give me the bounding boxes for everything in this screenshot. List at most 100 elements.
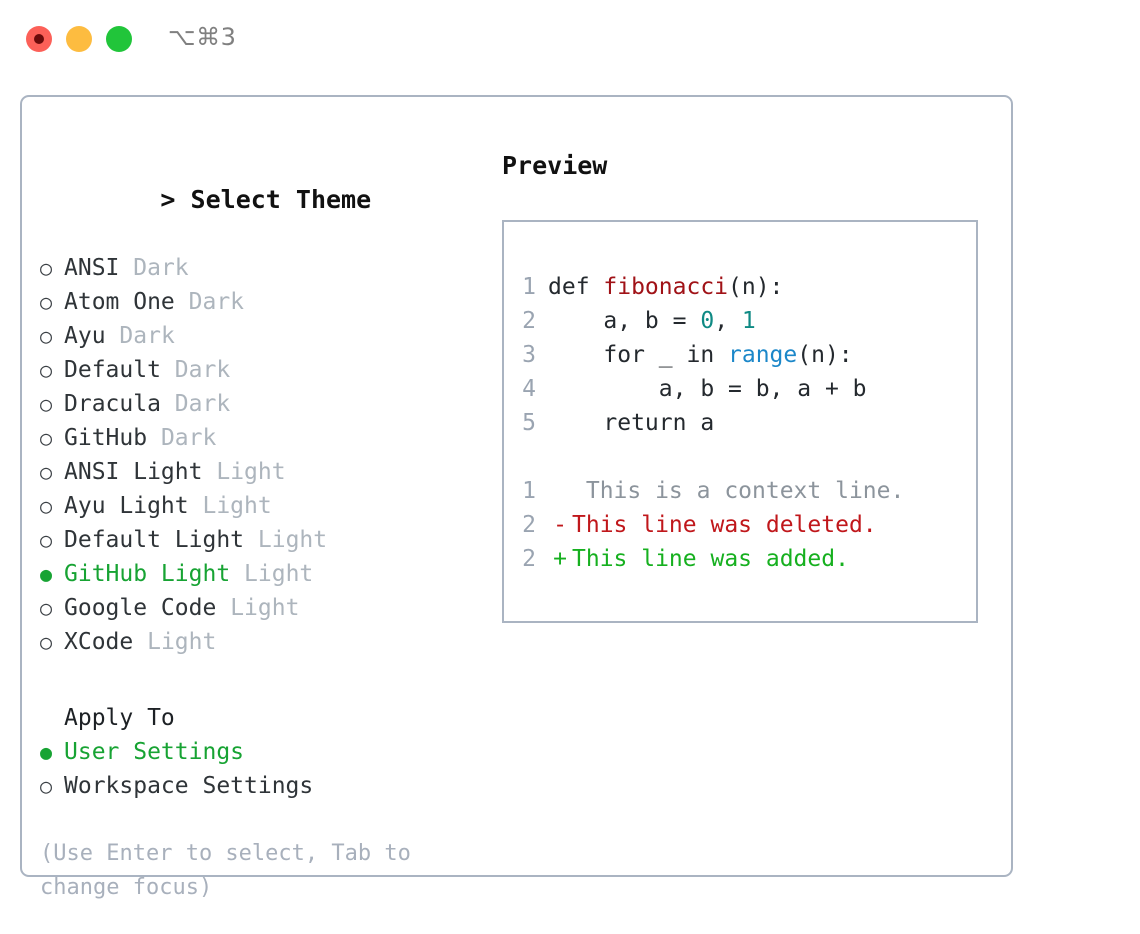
diff-line-number: 2	[522, 546, 536, 572]
theme-option-badge: Light	[147, 629, 217, 655]
theme-option-badge: Dark	[119, 323, 175, 349]
apply-to-option-user-settings[interactable]: ● User Settings	[40, 735, 490, 769]
code-token-num: 0	[700, 308, 715, 334]
theme-option-label: XCode	[64, 629, 134, 655]
theme-option-badge: Light	[230, 595, 300, 621]
code-line: 3 for _ in range(n):	[504, 338, 980, 372]
radio-unselected-icon: ○	[40, 324, 53, 348]
radio-unselected-icon: ○	[40, 596, 53, 620]
code-token-plain: a, b = b, a + b	[548, 376, 867, 402]
theme-option-ansi-light[interactable]: ○ANSI Light Light	[40, 455, 490, 489]
code-line-number: 3	[522, 342, 536, 368]
code-token-plain: def	[548, 274, 604, 300]
code-line: 2 a, b = 0, 1	[504, 304, 980, 338]
theme-option-default[interactable]: ○ Default Dark	[40, 353, 490, 387]
theme-option-label: Atom One	[64, 289, 175, 315]
diff-line-number: 2	[522, 512, 536, 538]
radio-unselected-icon: ○	[40, 290, 53, 314]
theme-option-ayu[interactable]: ○ Ayu Dark	[40, 319, 490, 353]
theme-option-default-light[interactable]: ○ Default Light Light	[40, 523, 490, 557]
code-token-plain: (n):	[728, 274, 784, 300]
diff-line-text: This is a context line.	[572, 478, 905, 504]
theme-option-badge: Light	[216, 459, 286, 485]
code-line-text: def fibonacci(n):	[548, 270, 783, 304]
diff-sample: 1 This is a context line.2-This line was…	[504, 474, 980, 576]
theme-option-google-code[interactable]: ○ Google Code Light	[40, 591, 490, 625]
theme-option-label: Dracula	[64, 391, 161, 417]
code-line-number: 1	[522, 274, 536, 300]
theme-option-badge: Dark	[133, 255, 189, 281]
theme-option-list[interactable]: ○ANSI Dark○Atom One Dark○Ayu Dark○Defaul…	[40, 251, 490, 659]
theme-option-label: GitHub	[64, 425, 148, 451]
radio-unselected-icon: ○	[40, 528, 53, 552]
radio-unselected-icon: ○	[40, 392, 53, 416]
keyboard-shortcut-label: ⌥⌘3	[168, 23, 237, 51]
keyboard-hint-text: (Use Enter to select, Tab to change focu…	[40, 841, 411, 900]
code-line: 5 return a	[504, 406, 980, 440]
select-theme-heading-label: Select Theme	[190, 185, 372, 214]
theme-option-atom-one[interactable]: ○ Atom One Dark	[40, 285, 490, 319]
code-token-plain: for _ in	[548, 342, 729, 368]
diff-marker-icon: -	[553, 512, 567, 538]
diff-line-del: 2-This line was deleted.	[504, 508, 980, 542]
radio-unselected-icon: ○	[40, 774, 53, 798]
radio-unselected-icon: ○	[40, 256, 53, 280]
radio-unselected-icon: ○	[40, 494, 53, 518]
recording-indicator-icon	[34, 34, 44, 44]
apply-to-option-list[interactable]: ● User Settings ○ Workspace Settings	[40, 735, 490, 803]
diff-marker-icon	[548, 474, 572, 508]
theme-option-badge: Dark	[188, 289, 245, 315]
radio-unselected-icon: ○	[40, 460, 53, 484]
radio-selected-icon: ●	[40, 562, 53, 586]
diff-line-text: This line was deleted.	[572, 512, 877, 538]
code-token-plain: ,	[714, 308, 742, 334]
radio-unselected-icon: ○	[40, 426, 53, 450]
apply-to-option-label: User Settings	[64, 739, 245, 765]
theme-option-label: Default Light	[64, 527, 245, 553]
radio-unselected-icon: ○	[40, 630, 53, 654]
code-line-text: for _ in range(n):	[548, 338, 852, 372]
maximize-button-icon[interactable]	[106, 26, 132, 52]
theme-option-badge: Dark	[174, 391, 231, 417]
code-token-plain: a, b =	[548, 308, 701, 334]
minimize-button-icon[interactable]	[66, 26, 92, 52]
theme-option-badge: Light	[244, 561, 314, 587]
theme-option-dracula[interactable]: ○ Dracula Dark	[40, 387, 490, 421]
radio-selected-icon: ●	[40, 740, 53, 764]
theme-option-label: Ayu Light	[64, 493, 189, 519]
theme-option-badge: Light	[257, 527, 328, 553]
theme-option-github-light[interactable]: ● GitHub Light Light	[40, 557, 490, 591]
theme-selector-panel: > Select Theme ○ANSI Dark○Atom One Dark○…	[20, 95, 1013, 900]
code-line-number: 4	[522, 376, 536, 402]
theme-option-github[interactable]: ○GitHub Dark	[40, 421, 490, 455]
diff-line-ctx: 1 This is a context line.	[504, 474, 980, 508]
window-titlebar: ⌥⌘3	[0, 0, 1140, 80]
apply-to-option-label: Workspace Settings	[64, 773, 314, 799]
code-line-number: 2	[522, 308, 536, 334]
theme-option-ansi[interactable]: ○ANSI Dark	[40, 251, 490, 285]
theme-option-badge: Dark	[174, 357, 231, 383]
preview-heading: Preview	[502, 151, 608, 180]
code-token-call: range	[728, 342, 798, 368]
diff-line-add: 2 +This line was added.	[504, 542, 980, 576]
diff-line-text: This line was added.	[572, 546, 849, 572]
theme-option-label: GitHub Light	[64, 561, 231, 587]
theme-option-xcode[interactable]: ○ XCode Light	[40, 625, 490, 659]
radio-unselected-icon: ○	[40, 358, 53, 382]
code-line: 1 def fibonacci(n):	[504, 270, 980, 304]
code-line-number: 5	[522, 410, 536, 436]
apply-to-option-workspace-settings[interactable]: ○ Workspace Settings	[40, 769, 490, 803]
theme-option-label: Default	[64, 357, 161, 383]
code-line-text: return a	[548, 406, 714, 440]
theme-option-label: Ayu	[64, 323, 106, 349]
diff-marker-icon: +	[553, 546, 567, 572]
code-token-plain: return a	[548, 410, 715, 436]
code-token-fn: fibonacci	[603, 274, 729, 300]
theme-option-ayu-light[interactable]: ○Ayu Light Light	[40, 489, 490, 523]
theme-list-column: > Select Theme ○ANSI Dark○Atom One Dark○…	[40, 149, 490, 905]
theme-option-label: Google Code	[64, 595, 217, 621]
